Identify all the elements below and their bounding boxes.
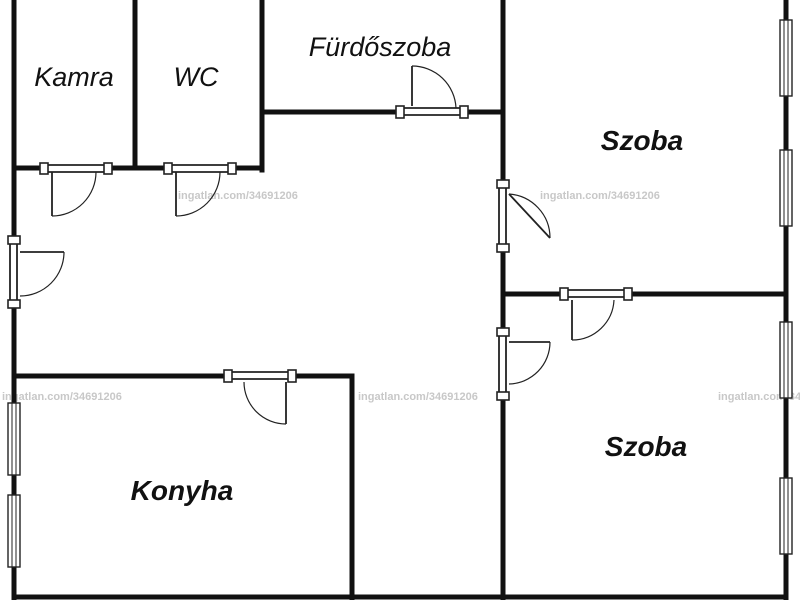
watermark: ingatlan.com/34691206 bbox=[358, 391, 478, 403]
window bbox=[779, 321, 793, 399]
watermark: ingatlan.com/34691206 bbox=[2, 391, 122, 403]
window bbox=[7, 494, 21, 568]
doors bbox=[7, 65, 633, 425]
window bbox=[779, 149, 793, 227]
room-label-kamra: Kamra bbox=[34, 62, 114, 92]
door-szoba-divider bbox=[559, 287, 633, 341]
windows bbox=[7, 19, 793, 568]
walls bbox=[11, 0, 789, 600]
watermark: ingatlan.com/34691206 bbox=[540, 190, 660, 202]
room-labels: Kamra WC Fürdőszoba Szoba Szoba Konyha bbox=[34, 32, 687, 506]
door-entrance bbox=[7, 235, 65, 309]
window bbox=[7, 402, 21, 476]
room-label-furdoszoba: Fürdőszoba bbox=[309, 32, 452, 62]
door-furdoszoba bbox=[395, 65, 469, 119]
window bbox=[779, 477, 793, 555]
door-szoba-lower bbox=[496, 327, 551, 401]
room-label-szoba-lower: Szoba bbox=[605, 431, 687, 462]
door-konyha bbox=[223, 369, 297, 425]
door-szoba-upper bbox=[496, 179, 551, 253]
door-wc bbox=[163, 162, 237, 217]
room-label-konyha: Konyha bbox=[131, 475, 234, 506]
room-label-szoba-upper: Szoba bbox=[601, 125, 683, 156]
room-label-wc: WC bbox=[174, 62, 219, 92]
window bbox=[779, 19, 793, 97]
watermarks: ingatlan.com/34691206 ingatlan.com/34691… bbox=[2, 190, 800, 403]
watermark: ingatlan.com/34691206 bbox=[178, 190, 298, 202]
door-kamra bbox=[39, 162, 113, 217]
